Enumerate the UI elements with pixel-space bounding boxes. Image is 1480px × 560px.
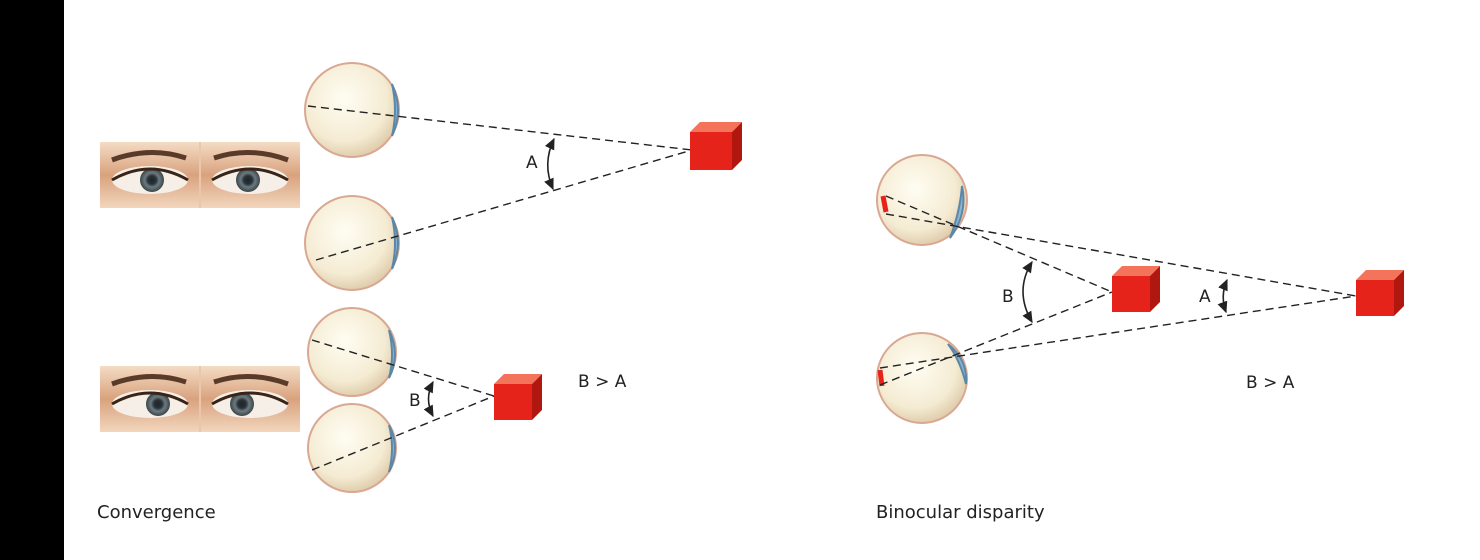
angle-arc-b [429, 382, 434, 416]
eye-photo-far [100, 142, 300, 208]
eyeball-top [877, 155, 967, 245]
red-cube-near [494, 374, 542, 420]
eyeball-bottom [877, 333, 967, 423]
angle-label-a: A [1199, 287, 1211, 307]
disparity-panel: B A B > A Binocular disparity [876, 155, 1404, 523]
eye-photo-near [100, 366, 300, 432]
caption-binocular-disparity: Binocular disparity [876, 502, 1045, 523]
eyeball-top-far [305, 63, 399, 157]
red-cube-far [690, 122, 742, 170]
angle-arc-a [1223, 280, 1227, 312]
comparison-text: B > A [578, 372, 627, 392]
angle-label-b: B [409, 391, 421, 411]
angle-arc-b [1023, 262, 1032, 322]
caption-convergence: Convergence [97, 502, 216, 523]
retina-image-top [883, 196, 886, 212]
eyeball-bottom-far [305, 196, 399, 290]
angle-arc-a [548, 139, 554, 189]
comparison-text: B > A [1246, 373, 1295, 393]
angle-label-b: B [1002, 287, 1014, 307]
angle-label-a: A [526, 153, 538, 173]
red-cube-far [1356, 270, 1404, 316]
eyeball-bottom-near [308, 404, 396, 492]
convergence-panel: A B B > A Convergence [97, 63, 742, 523]
red-cube-near [1112, 266, 1160, 312]
